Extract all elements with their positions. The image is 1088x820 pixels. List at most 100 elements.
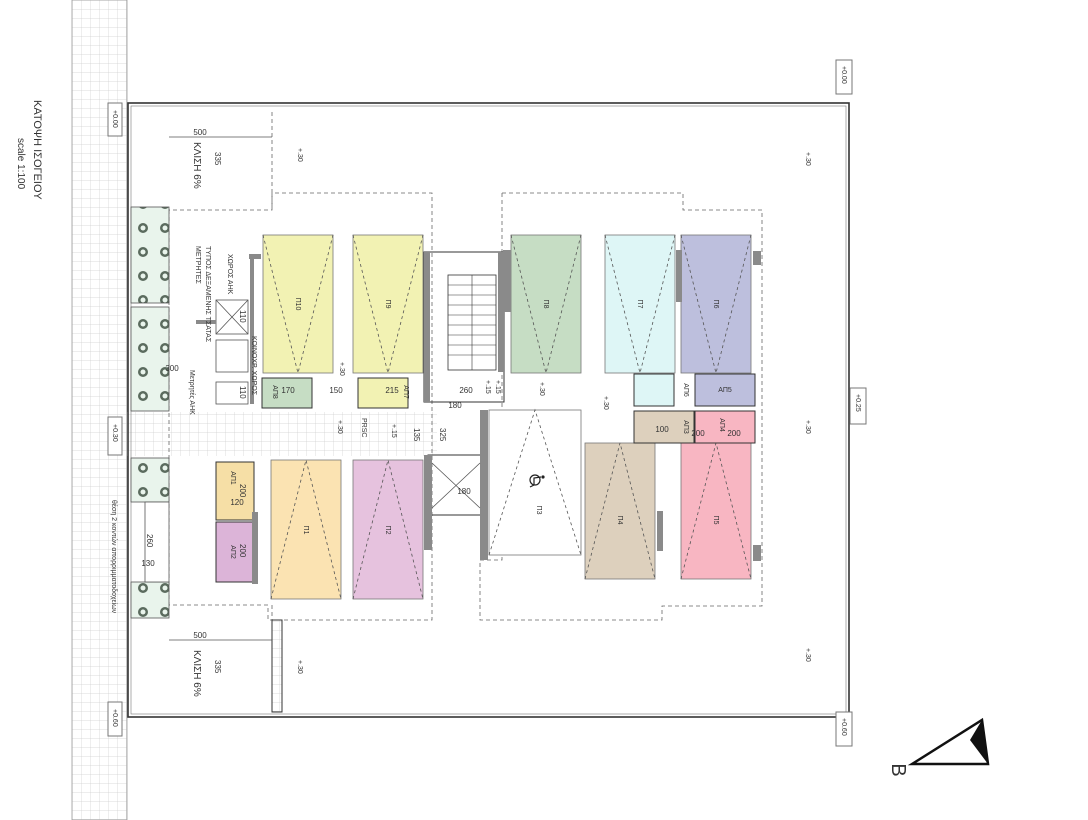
svg-text:+0.30: +0.30 (111, 424, 118, 442)
dim-500-bottom: 500 (193, 631, 207, 640)
spot-level-1: +.30 (296, 148, 303, 162)
dim-200d: 200 (727, 429, 741, 438)
spot-level-5: +.30 (602, 396, 609, 410)
parking-p7-label: Π7 (636, 300, 643, 309)
stair-treads (448, 275, 496, 370)
spot-level-12: +.15 (390, 424, 397, 438)
service-room-3 (215, 381, 249, 405)
dim-325: 325 (438, 428, 447, 442)
label-prsc: PRSC (360, 418, 367, 437)
level-box-left-mid: +0.30 (107, 416, 123, 456)
dim-500-top: 500 (193, 128, 207, 137)
dim-130: 130 (141, 559, 155, 568)
storage-ap7-label: ΑΠ7 (402, 385, 409, 399)
storage-ap1 (215, 461, 255, 521)
parking-p5 (680, 442, 752, 580)
parking-p1 (270, 459, 342, 600)
level-box-top: +0.00 (107, 102, 123, 137)
sidewalk (71, 0, 128, 820)
level-box-right-top: +0.00 (835, 59, 853, 95)
title-scale: scale 1:100 (15, 138, 26, 190)
parking-p4 (584, 442, 656, 580)
stair-core (423, 251, 505, 403)
dim-110b: 110 (238, 386, 247, 399)
level-box-right-bottom: +0.60 (835, 711, 853, 747)
walkway-strip (127, 412, 437, 456)
storage-ap6 (633, 373, 675, 407)
storage-ap8 (261, 377, 313, 409)
wheelchair-icon (529, 474, 545, 488)
storage-ap7 (357, 377, 409, 409)
dim-200c: 200 (691, 429, 705, 438)
dim-135: 135 (412, 428, 421, 442)
plot-boundary (127, 102, 850, 718)
parking-p10-label: Π10 (294, 298, 301, 311)
dim-100: 100 (655, 425, 669, 434)
parking-p2 (352, 459, 424, 600)
storage-ap5-label: ΑΠ5 (718, 387, 732, 394)
svg-text:+0.25: +0.25 (854, 394, 861, 412)
storage-ap3 (633, 410, 695, 444)
spot-level-10: +.15 (484, 380, 491, 394)
gate-bar (271, 619, 283, 713)
dim-200b: 200 (238, 544, 247, 558)
label-common-area: ΚΟΙΝΟΧΡ. ΧΩΡΟΣ (250, 336, 257, 396)
svg-text:+0.60: +0.60 (111, 709, 118, 727)
storage-ap4 (694, 410, 756, 444)
storage-ap6-label: ΑΠ6 (682, 383, 689, 397)
plot-boundary-inner (130, 105, 847, 715)
storage-ap2 (215, 521, 255, 583)
dim-170: 170 (281, 386, 295, 395)
dim-215: 215 (385, 386, 399, 395)
level-box-left-bottom: +0.60 (107, 701, 123, 737)
parking-p6-label: Π6 (712, 300, 719, 309)
parking-p5-label: Π5 (712, 516, 719, 525)
label-bins: θέση 2 κοντών απορριμματοδοχείων (110, 500, 118, 614)
service-room-2 (215, 339, 249, 373)
dim-120: 120 (230, 498, 244, 507)
spot-level-6: +.30 (804, 420, 811, 434)
parking-p7 (604, 234, 676, 374)
parking-p8 (510, 234, 582, 374)
dim-180: 180 (448, 401, 462, 410)
dim-260b: 260 (145, 534, 154, 548)
parking-p6 (680, 234, 752, 374)
dim-110a: 110 (238, 310, 247, 323)
dim-260: 260 (459, 386, 473, 395)
planter-4 (130, 581, 170, 619)
spot-level-11: +.15 (494, 380, 501, 394)
dim-300: 300 (165, 364, 179, 373)
spot-level-4: +.30 (538, 382, 545, 396)
spot-level-9: +.30 (804, 648, 811, 662)
building-outline-left (168, 192, 433, 621)
parking-p3 (488, 409, 582, 556)
svg-text:+0.00: +0.00 (840, 66, 847, 84)
storage-ap2-label: ΑΠ2 (229, 545, 236, 559)
dim-335-top: 335 (213, 152, 222, 166)
label-tank: ΤΥΠΟΣ ΔΕΞΑΜΕΝΗΣ ΤΣΑΤΑΣ (204, 246, 211, 343)
label-waste-area: ΧΩΡΟΣ ΑΗΚ (226, 254, 233, 295)
parking-p9-label: Π9 (384, 300, 391, 309)
service-room-1 (215, 299, 249, 335)
dim-335-bottom: 335 (213, 660, 222, 674)
bin-area (144, 501, 170, 583)
parking-p1-label: Π1 (302, 526, 309, 535)
dim-150: 150 (329, 386, 343, 395)
planter-2 (130, 306, 170, 412)
parking-p8-label: Π8 (542, 300, 549, 309)
spot-level-7: +.30 (336, 420, 343, 434)
ramp-top-label: ΚΛΙΣΗ 6% (191, 142, 202, 189)
spot-level-2: +.30 (804, 152, 811, 166)
parking-p3-label: Π3 (535, 506, 542, 515)
planter-1 (130, 206, 170, 304)
storage-ap1-label: ΑΠ1 (229, 471, 236, 485)
parking-p4-label: Π4 (616, 516, 623, 525)
storage-ap4-label: ΑΠ4 (718, 418, 725, 432)
parking-p10 (262, 234, 334, 374)
storage-ap5 (694, 373, 756, 407)
label-mailboxes: Μετρητές ΑΗΚ (188, 370, 196, 415)
spot-level-8: +.30 (296, 660, 303, 674)
storage-ap3-label: ΑΠ3 (682, 420, 689, 434)
north-letter: B (887, 763, 909, 776)
